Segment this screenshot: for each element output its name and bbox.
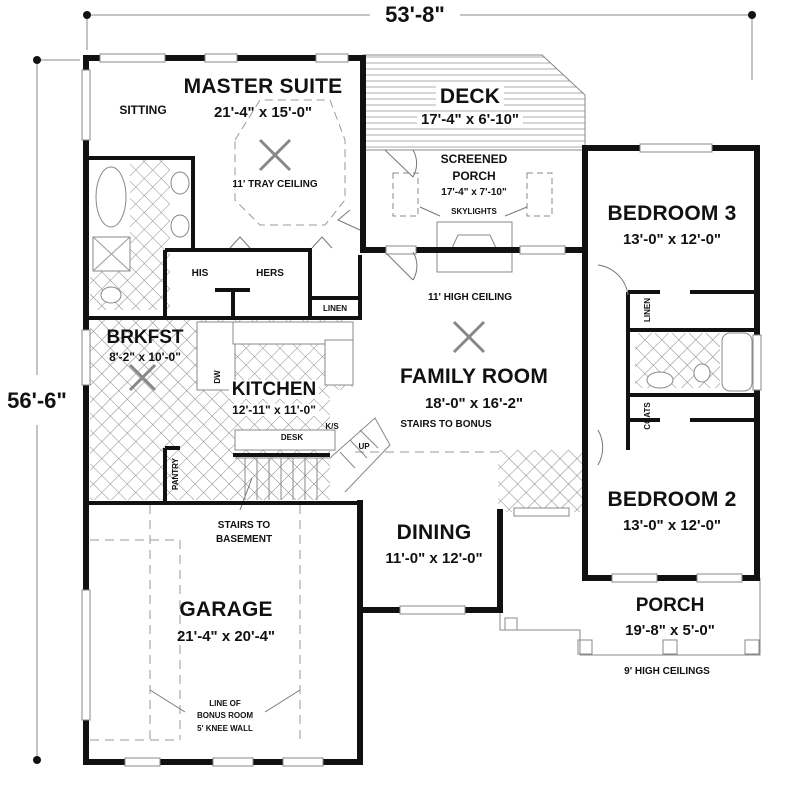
linen-hall-label: LINEN: [323, 304, 347, 313]
garage-name: GARAGE: [179, 598, 273, 621]
dimension-dot: [33, 56, 41, 64]
dining-name: DINING: [396, 521, 472, 544]
overall-depth-label: 56'-6": [7, 388, 67, 414]
desk-label: DESK: [280, 433, 304, 442]
master-suite-name: MASTER SUITE: [183, 75, 343, 98]
dimension-dot: [748, 11, 756, 19]
bedroom2-name: BEDROOM 2: [607, 488, 737, 511]
deck-name: DECK: [435, 86, 505, 107]
ceiling-fans: [128, 138, 486, 392]
bedroom2-size: 13'-0" x 12'-0": [622, 517, 722, 534]
kitchen-size: 12'-11" x 11'-0": [229, 404, 319, 416]
dining-size: 11'-0" x 12'-0": [385, 550, 483, 567]
family-room-size: 18'-0" x 16'-2": [424, 395, 524, 412]
screened-porch-name-1: SCREENED: [440, 152, 508, 166]
stairs-to-bonus-note: STAIRS TO BONUS: [400, 419, 492, 430]
door-swings: [229, 149, 629, 466]
family-room-name: FAMILY ROOM: [399, 365, 549, 388]
bedroom3-size: 13'-0" x 12'-0": [622, 231, 722, 248]
dimension-dot: [33, 756, 41, 764]
interior-walls: [88, 156, 757, 578]
brkfst-size: 8'-2" x 10'-0": [109, 350, 181, 364]
ks-label: K/S: [325, 422, 339, 431]
deck-size: 17'-4" x 6'-10": [416, 112, 524, 127]
skylights: [392, 172, 553, 217]
stairs-basement-line2: BASEMENT: [215, 534, 273, 545]
stairs-basement-line1: STAIRS TO: [217, 520, 271, 531]
screened-porch-name-2: PORCH: [452, 169, 496, 183]
bathtub: [95, 166, 127, 228]
bonus-line1: LINE OF: [209, 699, 241, 708]
dw-label: DW: [213, 370, 222, 384]
porch-name: PORCH: [635, 595, 705, 616]
linen-bed-label: LINEN: [643, 298, 652, 322]
pantry-label: PANTRY: [171, 458, 180, 490]
stairs: [235, 417, 391, 500]
porch-ceiling-note: 9' HIGH CEILINGS: [624, 666, 710, 677]
dimension-lines: [36, 14, 753, 760]
front-porch: [499, 560, 761, 656]
coats-closet-label: COATS: [643, 402, 652, 430]
master-suite-size: 21'-4" x 15'-0": [213, 104, 313, 121]
screened-porch-size: 17'-4" x 7'-10": [441, 187, 507, 198]
bedroom3-name: BEDROOM 3: [607, 202, 737, 225]
porch-size: 19'-8" x 5'-0": [625, 622, 715, 639]
windows: [81, 53, 762, 767]
bonus-line3: 5' KNEE WALL: [197, 724, 253, 733]
kitchen-name: KITCHEN: [228, 380, 320, 399]
foyer-tile: [498, 450, 584, 512]
skylights-note: SKYLIGHTS: [451, 207, 497, 216]
his-closet-label: HIS: [191, 268, 209, 279]
dimension-dot: [83, 11, 91, 19]
stairs-up-label: UP: [358, 442, 370, 451]
tray-ceiling-note: 11' TRAY CEILING: [232, 179, 318, 190]
sitting-label: SITTING: [119, 103, 167, 117]
family-ceiling-note: 11' HIGH CEILING: [427, 292, 513, 303]
bonus-line2: BONUS ROOM: [197, 711, 253, 720]
overall-width-label: 53'-8": [385, 2, 445, 27]
garage-size: 21'-4" x 20'-4": [176, 628, 276, 645]
hers-closet-label: HERS: [256, 268, 284, 279]
brkfst-name: BRKFST: [106, 327, 184, 348]
